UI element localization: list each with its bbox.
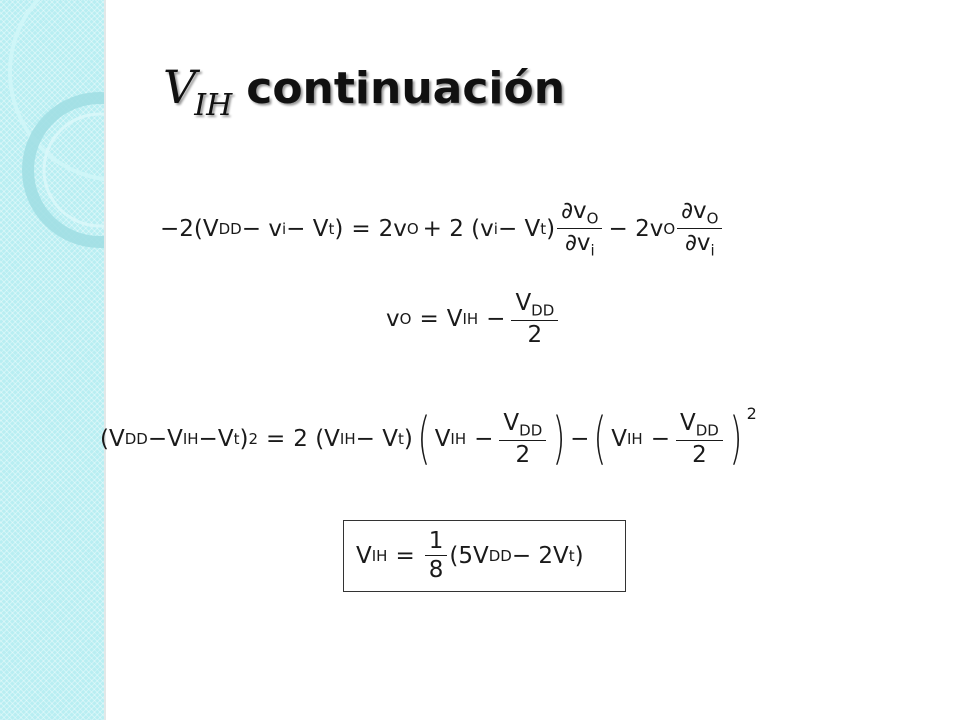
eq1-frac-num: ∂v [681,198,707,224]
sidebar-rings-decoration [8,0,104,248]
eq4-frac-den: 8 [424,555,448,583]
decorative-sidebar [0,0,106,720]
eq2-minus: − [486,306,506,333]
eq1-sub: O [663,219,676,238]
eq3-frac-num: V [503,410,520,436]
eq3-frac-num: V [679,410,696,436]
eq1-term: − v [241,215,282,242]
eq2-sub: DD [531,301,555,320]
eq1-fraction: ∂vO ∂vi [677,198,723,260]
eq3-power: 2 [746,404,757,423]
eq1-frac-den: ∂v [564,230,591,257]
eq4-term: (5V [449,542,489,569]
eq2-lhs: v [386,306,400,333]
result-box [343,520,626,592]
eq3-term: − V [355,426,398,453]
eq3-sub: DD [519,421,543,440]
eq1-frac-den: ∂v [684,230,711,257]
eq3-minus: − [650,426,670,453]
eq1-sub: O [406,219,419,238]
eq1-sub: i [590,241,595,260]
eq2-frac-den: 2 [511,320,559,348]
eq4-sub: IH [371,546,388,565]
eq4-sub: t [568,546,575,565]
eq3-fraction: VDD 2 [675,410,723,468]
eq3-sub: t [397,430,404,449]
eq3-big-paren: ( [593,406,607,472]
eq3-term: ) [403,426,413,453]
title-symbol: V [163,60,197,114]
eq1-term: 2v [378,215,407,242]
eq4-sub: DD [488,546,512,565]
eq3-term: V [434,426,451,453]
eq1-sub: t [540,219,547,238]
eq1-sub: O [706,209,719,228]
eq3-sub: IH [339,430,356,449]
eq2-sub: IH [462,310,479,329]
eq3-fraction: VDD 2 [499,410,547,468]
eq3-minus: − [474,426,494,453]
eq1-equals: = [351,215,371,242]
eq1-sub: i [281,219,287,238]
eq1-term: − V [497,215,541,242]
eq3-frac-den: 2 [499,440,547,468]
eq2-equals: = [419,306,439,333]
eq1-term: ) [546,215,556,242]
eq1-sub: t [328,219,335,238]
title-subscript: IH [194,88,233,123]
eq1-sub: O [586,209,599,228]
eq3-sub: IH [450,430,467,449]
slide-title: VIH continuación [163,60,566,123]
eq2-term: V [446,306,463,333]
eq1-term: + 2 (v [422,215,494,242]
eq3-sub: DD [695,421,719,440]
eq2-sub: O [399,310,412,329]
eq2-frac-num: V [515,290,532,316]
eq1-term: − 2v [608,215,664,242]
eq3-lhs: (V [100,426,125,453]
eq1-sub: i [493,219,498,238]
eq3-sub: DD [124,430,148,449]
eq3-term: ) [239,426,249,453]
eq1-frac-num: ∂v [561,198,587,224]
eq1-lhs: −2(V [160,215,219,242]
eq3-sub: IH [182,430,199,449]
eq3-term: 2 (V [293,426,340,453]
eq2-fraction: VDD 2 [511,290,559,348]
eq3-minus: − [570,426,590,453]
eq3-term: −V [198,426,234,453]
eq3-big-paren: ) [729,406,743,472]
eq4-frac-num: 1 [428,528,444,554]
eq3-power: 2 [248,430,258,449]
eq4-equals: = [395,542,415,569]
eq3-equals: = [265,426,286,453]
eq3-sub: IH [626,430,643,449]
eq1-sub: DD [218,219,242,238]
eq4-fraction: 1 8 [424,528,448,583]
eq1-term: ) [334,215,344,242]
eq4-lhs: V [356,542,372,569]
eq1-fraction: ∂vO ∂vi [557,198,603,260]
eq3-big-paren: ) [552,406,566,472]
eq3-frac-den: 2 [675,440,723,468]
eq3-term: V [611,426,627,453]
eq3-term: −V [147,426,183,453]
title-word: continuación [246,63,566,114]
eq4-term: − 2V [511,542,569,569]
eq1-sub: i [710,241,715,260]
eq3-sub: t [233,430,240,449]
eq4-term: ) [574,542,584,569]
eq3-big-paren: ( [417,406,431,472]
eq1-term: − V [286,215,329,242]
